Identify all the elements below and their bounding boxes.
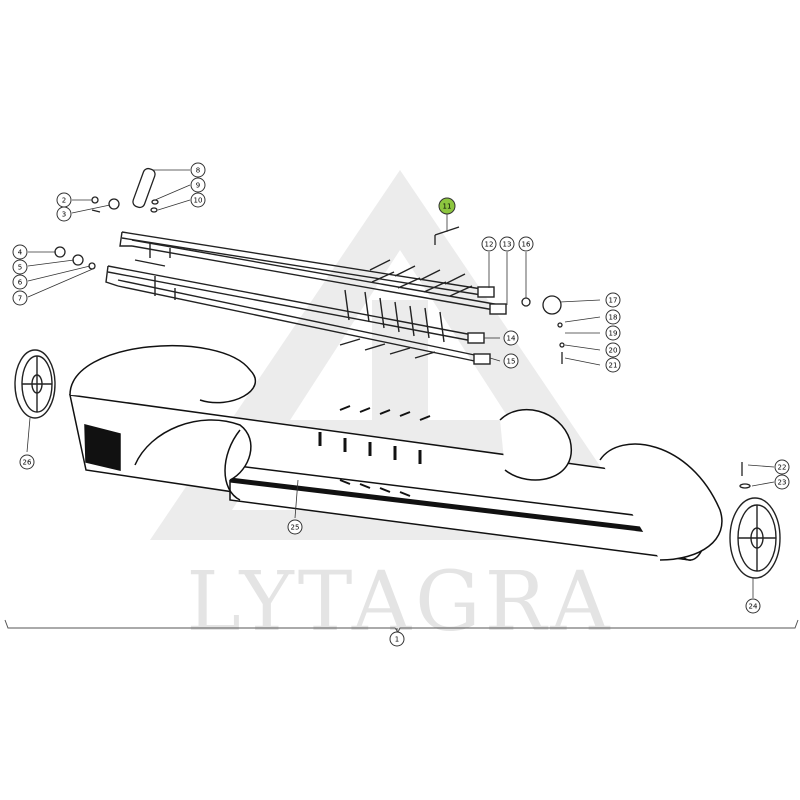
callout-23: 23 [774,474,790,490]
callout-12: 12 [481,236,497,252]
callout-1: 1 [389,631,405,647]
callout-2: 2 [56,192,72,208]
callout-11-highlighted: 11 [438,197,456,215]
leader-lines [26,169,775,632]
svg-text:6: 6 [18,279,23,287]
callout-22: 22 [774,459,790,475]
auger-tube [69,345,723,561]
callout-10: 10 [190,192,206,208]
svg-text:17: 17 [609,297,618,305]
svg-text:22: 22 [778,464,787,472]
callout-19: 19 [605,325,621,341]
callout-26: 26 [19,454,35,470]
svg-text:13: 13 [503,241,512,249]
callout-20: 20 [605,342,621,358]
callout-24: 24 [745,598,761,614]
svg-text:1: 1 [395,636,399,644]
callout-25: 25 [287,519,303,535]
callout-13: 13 [499,236,515,252]
callout-8: 8 [190,162,206,178]
svg-text:12: 12 [485,241,494,249]
callout-7: 7 [12,290,28,306]
callout-9: 9 [190,177,206,193]
svg-text:26: 26 [23,459,32,467]
svg-text:18: 18 [609,314,618,322]
svg-text:21: 21 [609,362,618,370]
svg-text:19: 19 [609,330,618,338]
callout-16: 16 [518,236,534,252]
svg-text:23: 23 [778,479,787,487]
svg-text:15: 15 [507,358,516,366]
svg-text:16: 16 [522,241,531,249]
rake-assembly [105,231,507,365]
svg-text:24: 24 [749,603,758,611]
callout-14: 14 [503,330,519,346]
svg-text:20: 20 [609,347,618,355]
end-plate-left [14,349,56,419]
svg-text:14: 14 [507,335,516,343]
callouts: 2 3 4 5 6 7 8 9 10 11 12 13 16 17 18 19 … [12,162,790,647]
svg-text:25: 25 [291,524,300,532]
svg-text:3: 3 [62,211,66,219]
drive-links [54,167,751,489]
callout-18: 18 [605,309,621,325]
svg-text:8: 8 [196,167,200,175]
callout-4: 4 [12,244,28,260]
svg-text:9: 9 [196,182,200,190]
end-plate-right [729,497,781,579]
svg-text:5: 5 [18,264,22,272]
svg-text:4: 4 [18,249,23,257]
callout-6: 6 [12,274,28,290]
svg-text:2: 2 [62,197,66,205]
svg-text:10: 10 [194,197,203,205]
callout-5: 5 [12,259,28,275]
callout-21: 21 [605,357,621,373]
svg-text:7: 7 [18,295,22,303]
callout-3: 3 [56,206,72,222]
callout-17: 17 [605,292,621,308]
callout-15: 15 [503,353,519,369]
svg-text:11: 11 [443,203,452,211]
